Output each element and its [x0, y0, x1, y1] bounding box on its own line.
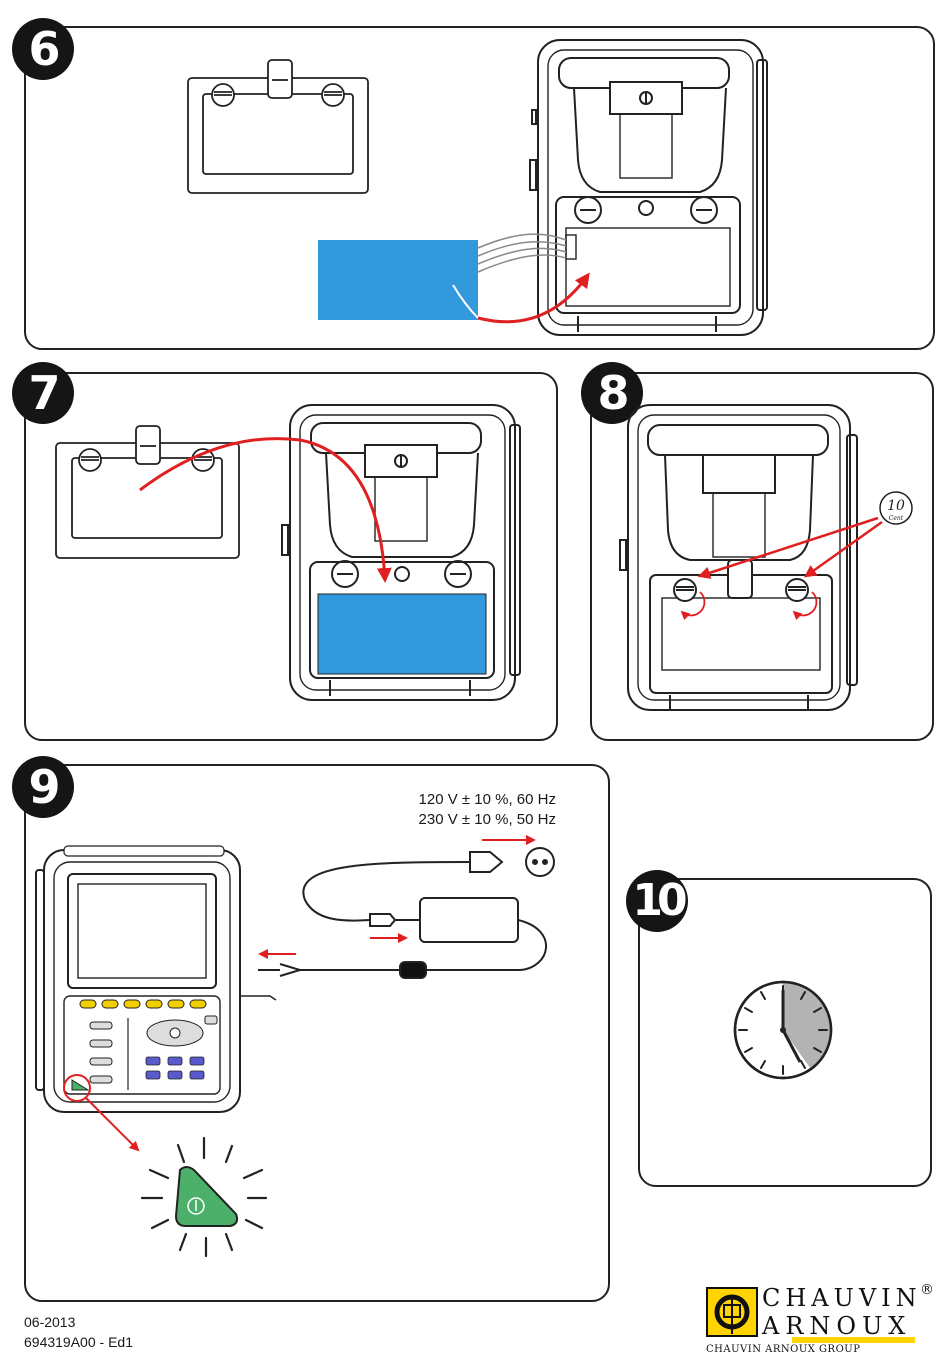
step9-instrument-front	[35, 845, 241, 1113]
step9-nav-pad	[146, 1015, 218, 1047]
footer-reference: 694319A00 - Ed1	[24, 1334, 133, 1350]
coin-unit: Cent	[889, 515, 904, 522]
step9-nav-keys	[145, 1056, 205, 1080]
step7-instrument-back	[281, 404, 521, 701]
step8-arrow-left	[697, 516, 879, 579]
step8-arrow-right	[803, 520, 883, 578]
step6-battery-pack	[318, 233, 567, 320]
step9-glow-rays	[140, 1136, 268, 1258]
brand-line-1: CHAUVIN	[762, 1284, 922, 1312]
step8-instrument-back	[619, 404, 858, 711]
brand-registered: ®	[920, 1282, 934, 1298]
brand-group: CHAUVIN ARNOUX GROUP	[706, 1344, 861, 1355]
footer-date: 06-2013	[24, 1314, 76, 1330]
voltage-label-120: 120 V ± 10 %, 60 Hz	[418, 791, 556, 808]
coin-value: 10	[887, 498, 905, 514]
step-9-badge: 9	[12, 756, 74, 818]
step9-zoom-circle	[63, 1074, 91, 1102]
step7-insert-arrow	[139, 437, 392, 583]
step8-rotate-right	[792, 591, 818, 621]
step9-mains-plug	[469, 847, 555, 877]
step9-instrument-jack	[240, 995, 277, 1001]
step9-function-keys	[79, 999, 207, 1009]
step7-battery-cover	[55, 425, 240, 559]
step6-insert-arrow	[477, 272, 590, 324]
step9-big-power-button	[174, 1166, 239, 1227]
voltage-label-230: 230 V ± 10 %, 50 Hz	[418, 811, 556, 828]
step9-zoom-arrow	[85, 1097, 140, 1152]
step-10-badge: 10	[626, 870, 688, 932]
step-6-badge: 6	[12, 18, 74, 80]
step9-left-keys	[89, 1021, 113, 1084]
ca-logo-icon	[706, 1287, 758, 1337]
step-6-panel	[24, 26, 935, 350]
step8-coin-icon: 10 Cent	[879, 491, 913, 525]
step8-rotate-left	[680, 591, 706, 621]
brand-line-2: ARNOUX	[762, 1312, 912, 1340]
step10-clock-icon	[733, 980, 833, 1080]
step-8-badge: 8	[581, 362, 643, 424]
step9-small-power-button	[71, 1079, 90, 1091]
step7-battery-pack	[317, 593, 487, 675]
step-7-badge: 7	[12, 362, 74, 424]
step6-instrument-back	[529, 39, 768, 336]
step9-charger	[258, 861, 548, 979]
step-8-panel	[590, 372, 934, 741]
step6-battery-cover	[187, 59, 369, 194]
